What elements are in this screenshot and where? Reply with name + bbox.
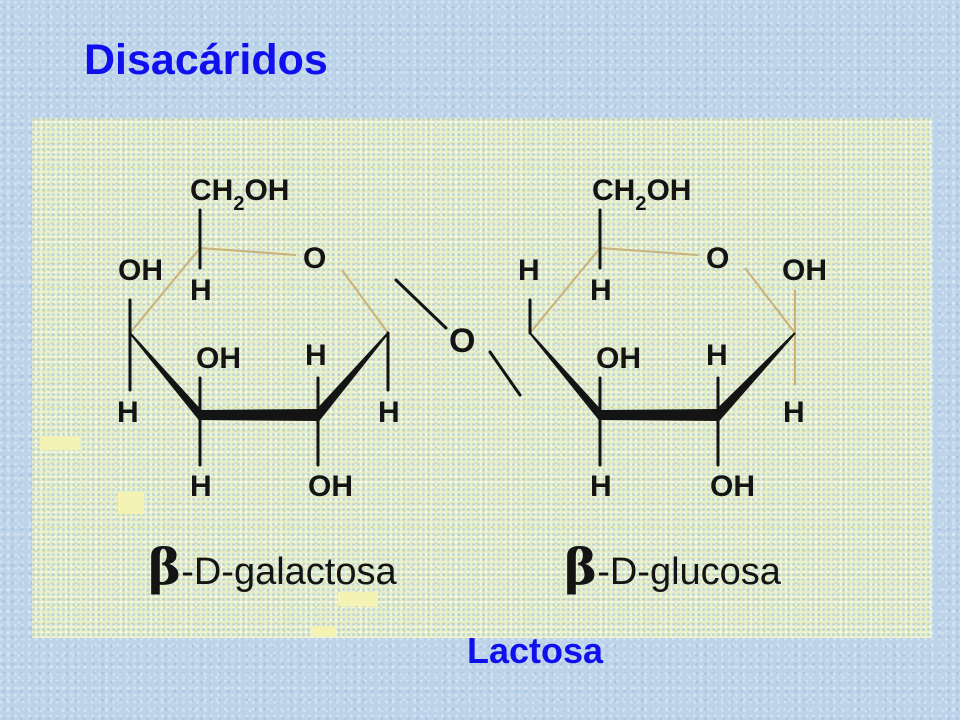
glc-c2-oh: OH [710,470,755,503]
gal-c2-h: H [305,339,327,372]
galactose-name: β-D-galactosa [148,537,397,596]
gal-c1-h: H [378,396,400,429]
glycosidic-oxygen: O [449,322,475,360]
gal-c2-oh: OH [308,470,353,503]
glc-c5-h: H [590,274,612,307]
glc-c3-oh: OH [596,342,641,375]
glc-c4-h: H [518,254,540,287]
decor-dash [338,592,378,606]
gal-c3-oh: OH [196,342,241,375]
glc-ring-oxygen: O [706,242,729,275]
gal-ch2oh-label: CH2OH [190,174,289,215]
decor-dash [312,626,336,636]
glc-c1-h: H [783,396,805,429]
glucose-name: β-D-glucosa [564,537,782,596]
glc-c3-h: H [590,470,612,503]
gal-c4-h: H [117,396,139,429]
glc-ch2oh-label: CH2OH [592,174,691,215]
gal-c5-h: H [190,274,212,307]
slide-title: Disacáridos [84,36,328,84]
glc-c2-h: H [706,339,728,372]
decor-dash [40,436,80,450]
glc-c1-oh: OH [782,254,827,287]
gal-c4-oh: OH [118,254,163,287]
decor-dash [118,492,144,514]
gal-ring-oxygen: O [303,242,326,275]
diagram-panel [32,118,932,638]
gal-c3-h: H [190,470,212,503]
compound-name: Lactosa [467,630,604,671]
